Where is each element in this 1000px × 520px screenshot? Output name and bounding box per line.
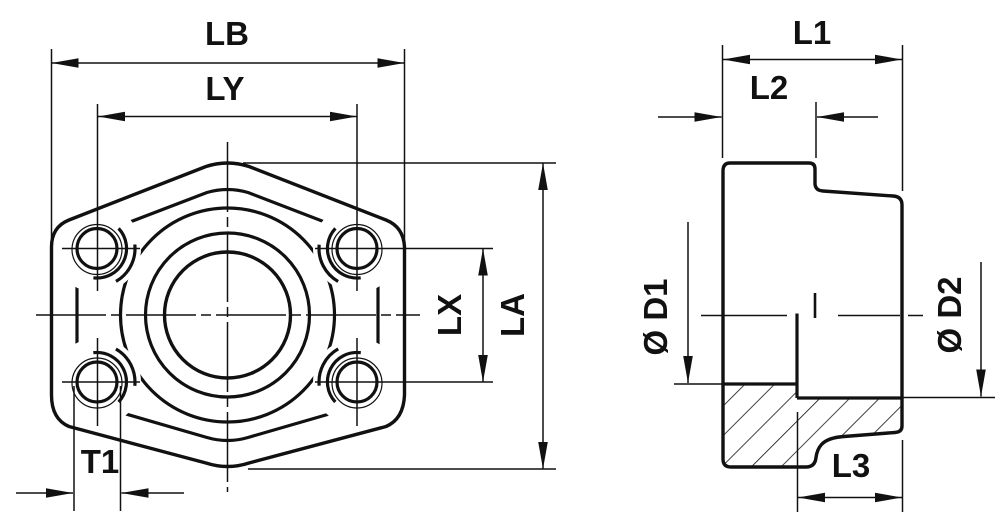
dimension-ly: LY	[96, 70, 358, 291]
dimension-la: LA	[243, 162, 556, 470]
dimension-t1: T1	[16, 386, 184, 511]
dim-label-la: LA	[494, 293, 531, 337]
dim-label-l1: L1	[793, 14, 832, 51]
contour-wrap-arc	[325, 227, 361, 280]
dimension-lb: LB	[50, 15, 406, 241]
center-bore-circle	[162, 250, 293, 380]
contour-wrap-arc	[93, 350, 129, 404]
front-view: LB LY LX LA T1	[16, 15, 556, 511]
side-body-outline	[721, 161, 904, 469]
dim-label-d2: Ø D2	[931, 276, 968, 353]
seal-face-circle	[143, 231, 312, 399]
dim-label-lx: LX	[431, 294, 468, 336]
dim-label-l3: L3	[832, 447, 871, 484]
dimension-lx: LX	[315, 247, 493, 383]
dimension-d2: Ø D2	[903, 262, 995, 399]
dimension-l3: L3	[796, 412, 904, 512]
dimension-l2: L2	[658, 69, 878, 158]
dim-label-l2: L2	[750, 69, 789, 106]
contour-wrap-arc	[93, 227, 129, 280]
dim-label-ly: LY	[205, 70, 244, 107]
raised-boss-circle	[118, 206, 337, 424]
contour-wrap-arc	[325, 350, 362, 404]
bolt-hole-bottom-left	[62, 338, 140, 426]
flange-outer-outline	[49, 161, 407, 469]
dim-label-d1: Ø D1	[637, 278, 674, 355]
side-view: L1 L2 L3 Ø D1 Ø D2	[637, 14, 995, 512]
dim-label-t1: T1	[81, 443, 120, 480]
dim-label-lb: LB	[205, 15, 249, 52]
dimension-l1: L1	[721, 14, 904, 191]
section-hatch	[723, 384, 902, 466]
flange-inner-contour	[75, 187, 380, 443]
dimension-d1: Ø D1	[637, 222, 722, 385]
